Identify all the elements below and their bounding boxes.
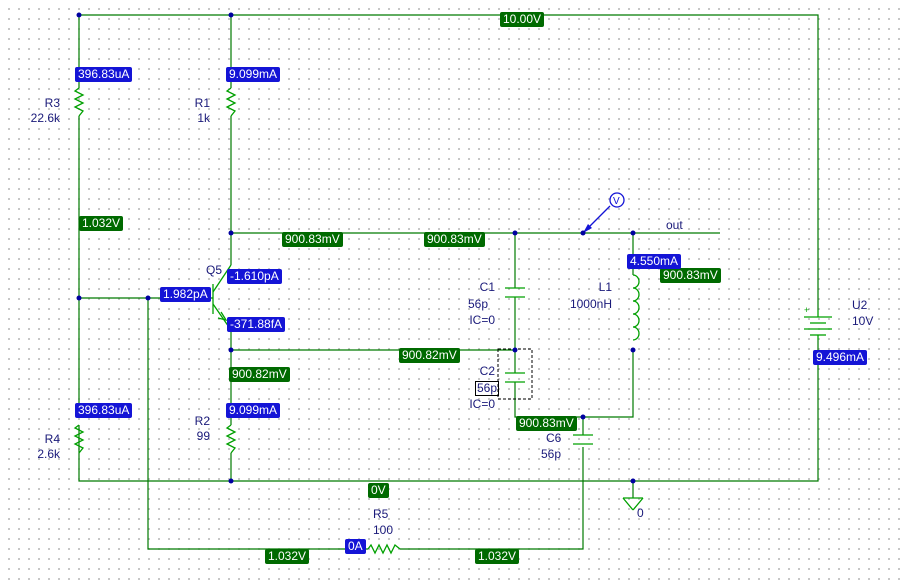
current-marker-q5-collector[interactable]: -1.610pA xyxy=(227,269,282,284)
current-marker-r2[interactable]: 9.099mA xyxy=(226,403,281,418)
r4-value: 2.6k xyxy=(37,447,60,461)
c6-ref: C6 xyxy=(546,431,562,445)
c2-ic: IC=0 xyxy=(469,397,495,411)
wire-vcc-rail xyxy=(79,14,819,310)
u2-value: 10V xyxy=(852,314,874,328)
current-marker-r1[interactable]: 9.099mA xyxy=(226,67,281,82)
current-marker-r4[interactable]: 396.83uA xyxy=(75,403,133,418)
r5-value: 100 xyxy=(373,523,394,537)
voltage-marker-base-divider[interactable]: 1.032V xyxy=(79,216,124,231)
current-marker-l1[interactable]: 4.550mA xyxy=(627,254,682,269)
current-marker-q5-base[interactable]: 1.982pA xyxy=(160,287,211,302)
q5-ref: Q5 xyxy=(206,263,223,277)
voltage-marker-emitter-bus[interactable]: 900.82mV xyxy=(399,348,460,363)
r2-value: 99 xyxy=(196,429,210,443)
voltage-marker-r5-left[interactable]: 1.032V xyxy=(265,549,310,564)
voltage-marker-collector-right[interactable]: 900.83mV xyxy=(424,232,485,247)
c1-value: 56p xyxy=(467,297,488,311)
r2-resistor-symbol[interactable] xyxy=(225,424,237,454)
voltage-marker-collector-left[interactable]: 900.83mV xyxy=(282,232,343,247)
ground-label: 0 xyxy=(637,506,644,520)
l1-inductor-symbol[interactable] xyxy=(632,274,640,341)
r3-value: 22.6k xyxy=(30,111,60,125)
r2-ref: R2 xyxy=(194,414,210,428)
r5-resistor-symbol[interactable] xyxy=(367,543,401,555)
wire-r5-right xyxy=(400,447,584,550)
voltage-marker-vcc[interactable]: 10.00V xyxy=(500,12,545,27)
r1-ref: R1 xyxy=(194,96,210,110)
voltage-marker-emitter[interactable]: 900.82mV xyxy=(229,367,290,382)
r1-resistor-symbol[interactable] xyxy=(225,87,237,117)
wire-c2-l1-bottom xyxy=(514,352,634,418)
current-marker-q5-emitter[interactable]: -371.88fA xyxy=(227,317,286,332)
junction-dots xyxy=(76,12,636,484)
u2-battery-symbol[interactable]: + xyxy=(804,305,832,340)
c2-value[interactable]: 56p xyxy=(475,381,500,396)
svg-text:V: V xyxy=(613,196,620,207)
voltage-marker-c6-node[interactable]: 900.83mV xyxy=(516,416,577,431)
c1-capacitor-symbol[interactable] xyxy=(505,287,525,298)
u2-ref: U2 xyxy=(852,298,868,312)
c1-ref: C1 xyxy=(479,280,495,294)
svg-text:+: + xyxy=(804,305,809,315)
current-marker-r3[interactable]: 396.83uA xyxy=(75,67,133,82)
r1-value: 1k xyxy=(197,111,210,125)
voltage-marker-r5-right[interactable]: 1.032V xyxy=(475,549,520,564)
l1-ref: L1 xyxy=(598,280,612,294)
voltage-marker-l1-node[interactable]: 900.83mV xyxy=(660,268,721,283)
current-marker-u2[interactable]: 9.496mA xyxy=(813,350,868,365)
r4-ref: R4 xyxy=(44,432,60,446)
voltage-probe-icon[interactable]: V xyxy=(582,192,625,234)
r3-resistor-symbol[interactable] xyxy=(73,87,85,117)
c6-capacitor-symbol[interactable] xyxy=(573,434,593,445)
c1-ic: IC=0 xyxy=(469,313,495,327)
r5-ref: R5 xyxy=(373,507,389,521)
voltage-marker-ground[interactable]: 0V xyxy=(368,483,389,498)
current-marker-r5[interactable]: 0A xyxy=(345,539,366,554)
r3-ref: R3 xyxy=(44,96,60,110)
c2-ref: C2 xyxy=(479,364,495,378)
l1-value: 1000nH xyxy=(569,297,612,311)
ground-icon xyxy=(622,497,644,511)
net-out-label: out xyxy=(666,218,683,232)
r4-resistor-symbol[interactable] xyxy=(73,424,85,454)
c6-value: 56p xyxy=(541,447,562,461)
